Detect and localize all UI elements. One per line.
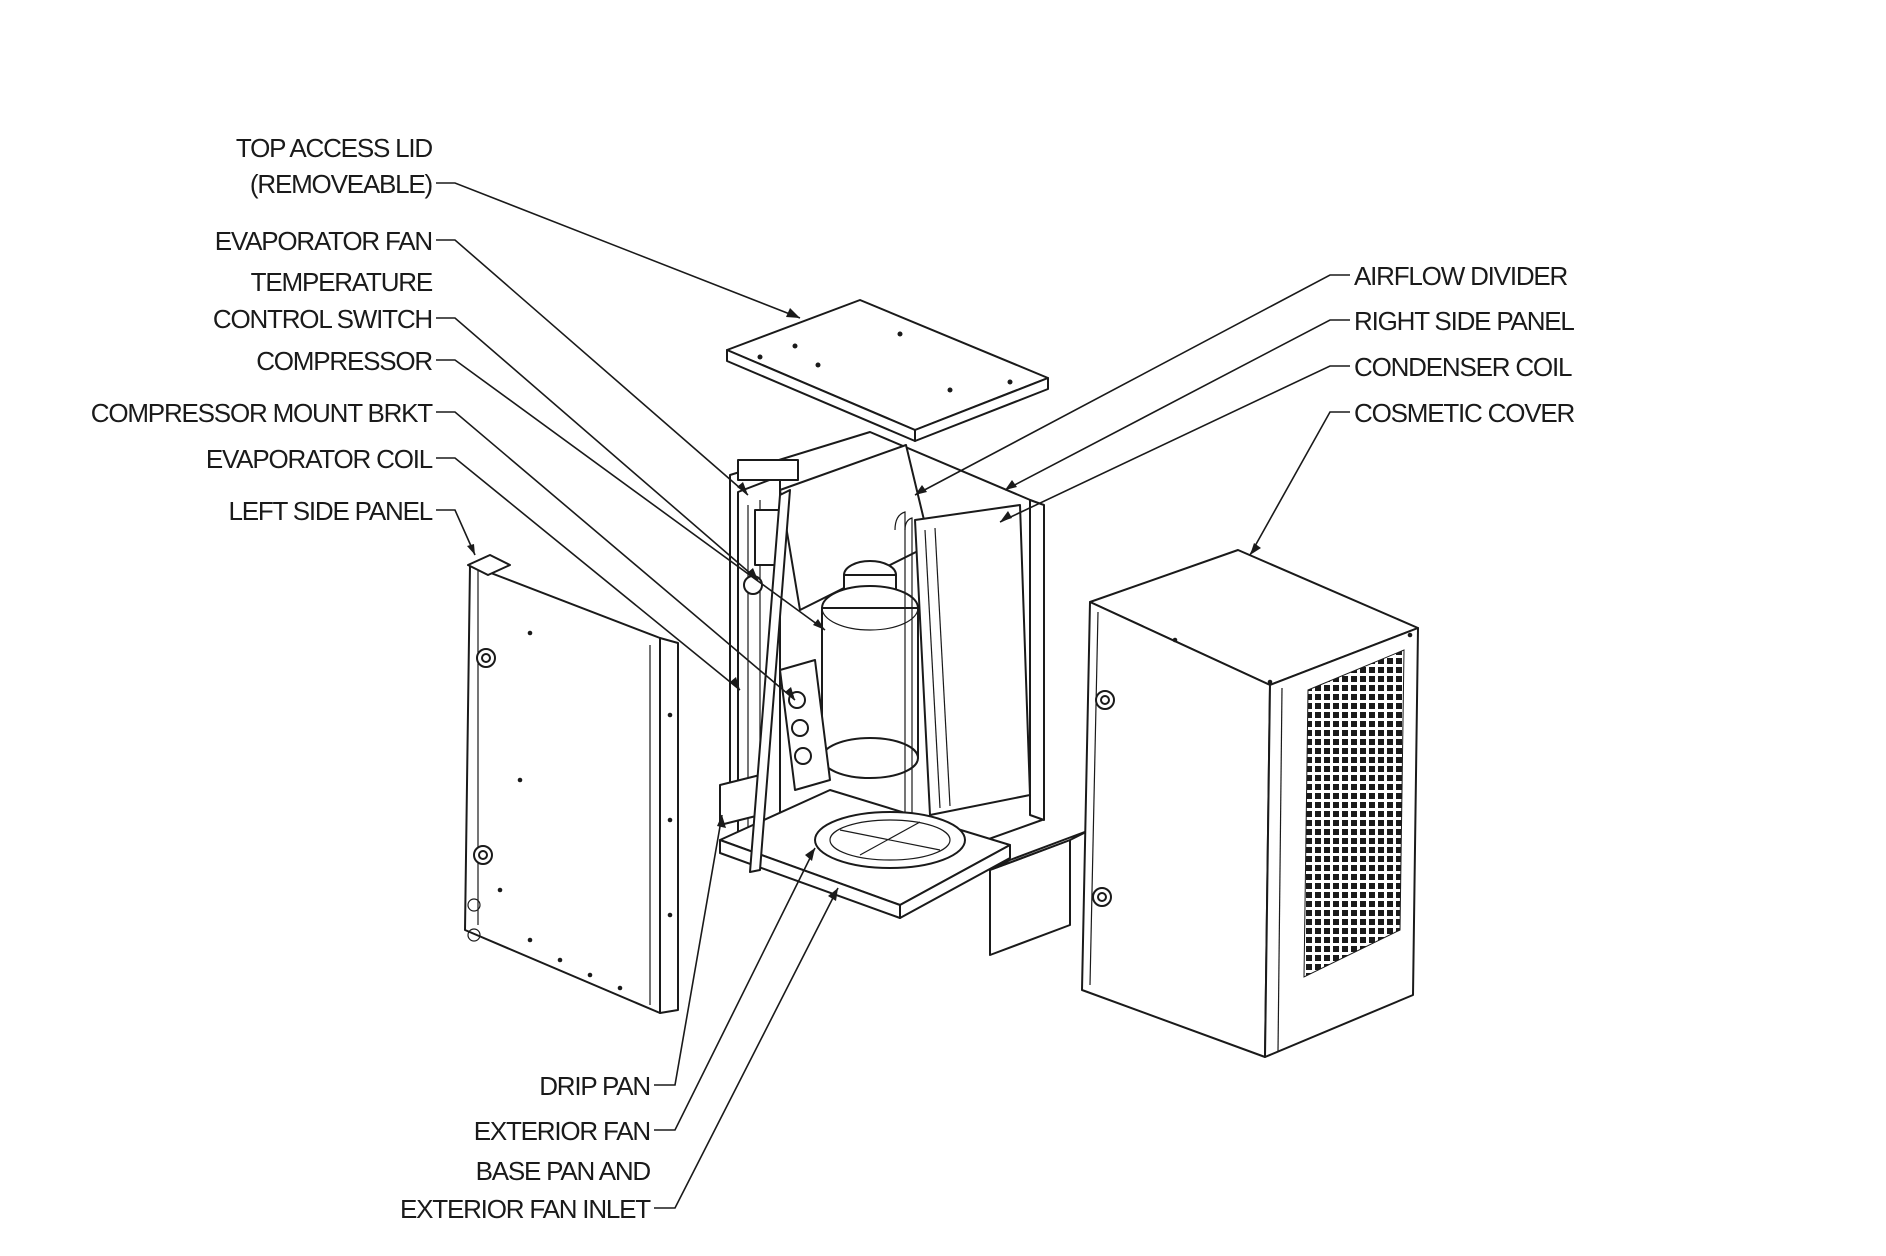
leader-temperature-control-switch [436, 317, 759, 581]
label-exterior-fan: EXTERIOR FAN [474, 1116, 650, 1146]
label-temperature-control-switch-line2: CONTROL SWITCH [213, 304, 432, 334]
leader-left-side-panel [436, 509, 476, 556]
label-compressor-mount-brkt: COMPRESSOR MOUNT BRKT [91, 398, 434, 428]
leader-evaporator-fan [436, 239, 749, 496]
cosmetic-cover-part [1081, 549, 1419, 1058]
leader-compressor [436, 359, 826, 631]
leader-cosmetic-cover [1249, 411, 1350, 556]
leader-compressor-mount-brkt [436, 411, 796, 701]
label-evaporator-coil: EVAPORATOR COIL [206, 444, 433, 474]
leader-condenser-coil [999, 365, 1350, 523]
label-evaporator-fan: EVAPORATOR FAN [215, 226, 432, 256]
label-cosmetic-cover: COSMETIC COVER [1354, 398, 1575, 428]
leader-exterior-fan [654, 847, 816, 1131]
leader-lines [436, 182, 1350, 1209]
label-top-access-lid-line2: (REMOVEABLE) [250, 169, 433, 199]
leader-airflow-divider [914, 274, 1350, 496]
leader-drip-pan [654, 814, 723, 1086]
labels: TOP ACCESS LID (REMOVEABLE) EVAPORATOR F… [91, 133, 1576, 1224]
label-base-pan-line2: EXTERIOR FAN INLET [400, 1194, 651, 1224]
main-chassis-part [719, 431, 1091, 956]
label-right-side-panel: RIGHT SIDE PANEL [1354, 306, 1574, 336]
leader-base-pan [654, 887, 839, 1209]
left-side-panel-part [464, 554, 679, 1014]
leader-top-access-lid [436, 182, 801, 319]
leader-evaporator-coil [436, 457, 741, 691]
label-airflow-divider: AIRFLOW DIVIDER [1354, 261, 1568, 291]
label-drip-pan: DRIP PAN [539, 1071, 650, 1101]
label-condenser-coil: CONDENSER COIL [1354, 352, 1572, 382]
label-top-access-lid-line1: TOP ACCESS LID [236, 133, 433, 163]
label-base-pan-line1: BASE PAN AND [476, 1156, 651, 1186]
leader-right-side-panel [1004, 319, 1350, 491]
label-left-side-panel: LEFT SIDE PANEL [228, 496, 432, 526]
label-temperature-control-switch-line1: TEMPERATURE [251, 267, 433, 297]
label-compressor: COMPRESSOR [256, 346, 432, 376]
top-access-lid-part [726, 299, 1049, 442]
